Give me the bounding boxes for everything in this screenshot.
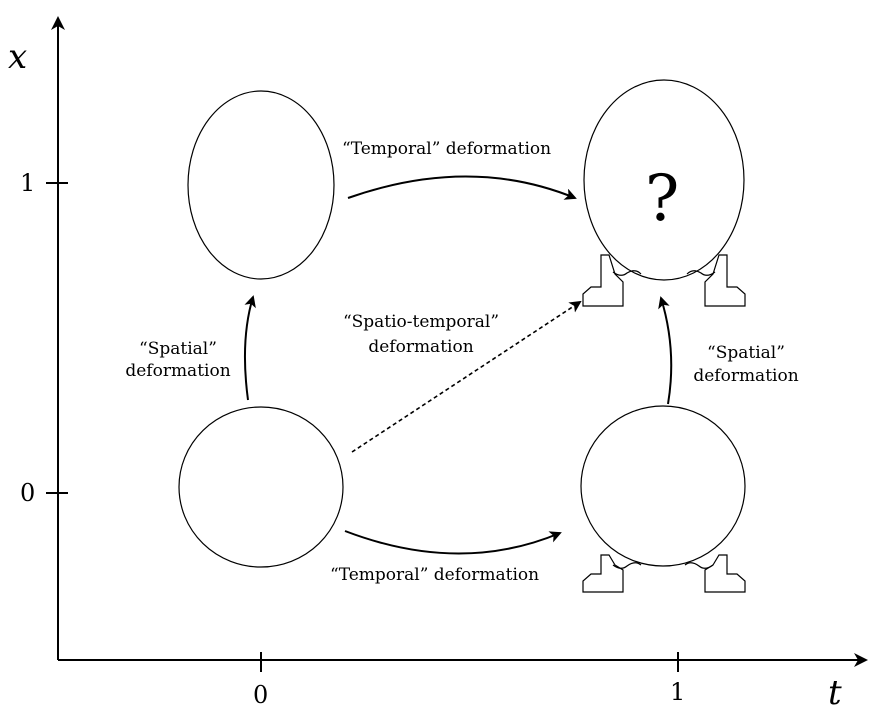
- t-axis-label: t: [828, 673, 842, 709]
- caption-spatial-right-line1: “Spatial”: [707, 343, 785, 363]
- arrow-spatial-left: [243, 295, 256, 401]
- circle-with-legs-bottom-right: [580, 405, 746, 593]
- arrow-temporal-bottom: [344, 530, 562, 555]
- x-tick-label-1: 1: [20, 169, 35, 197]
- question-mark: ?: [645, 162, 679, 236]
- caption-spatiotemporal-line2: deformation: [368, 337, 473, 357]
- x-tick-label-0: 0: [20, 479, 35, 507]
- x-axis-label: x: [8, 37, 27, 77]
- t-tick-label-0: 0: [253, 681, 268, 709]
- caption-spatiotemporal-line1: “Spatio-temporal”: [343, 312, 499, 332]
- caption-spatial-left-line1: “Spatial”: [139, 339, 217, 359]
- caption-temporal-top: “Temporal” deformation: [342, 139, 551, 159]
- arrow-spatial-right: [658, 296, 673, 405]
- t-tick-label-1: 1: [670, 678, 685, 706]
- ellipse-with-legs-top-right: [582, 79, 746, 307]
- caption-spatial-right-line2: deformation: [693, 366, 798, 386]
- caption-spatial-left-line2: deformation: [125, 361, 230, 381]
- arrow-temporal-top: [347, 175, 577, 200]
- arrow-spatiotemporal-dashed: [351, 300, 582, 453]
- ellipse-top-left: [187, 90, 335, 280]
- circle-bottom-left: [178, 406, 344, 568]
- caption-temporal-bottom: “Temporal” deformation: [330, 565, 539, 585]
